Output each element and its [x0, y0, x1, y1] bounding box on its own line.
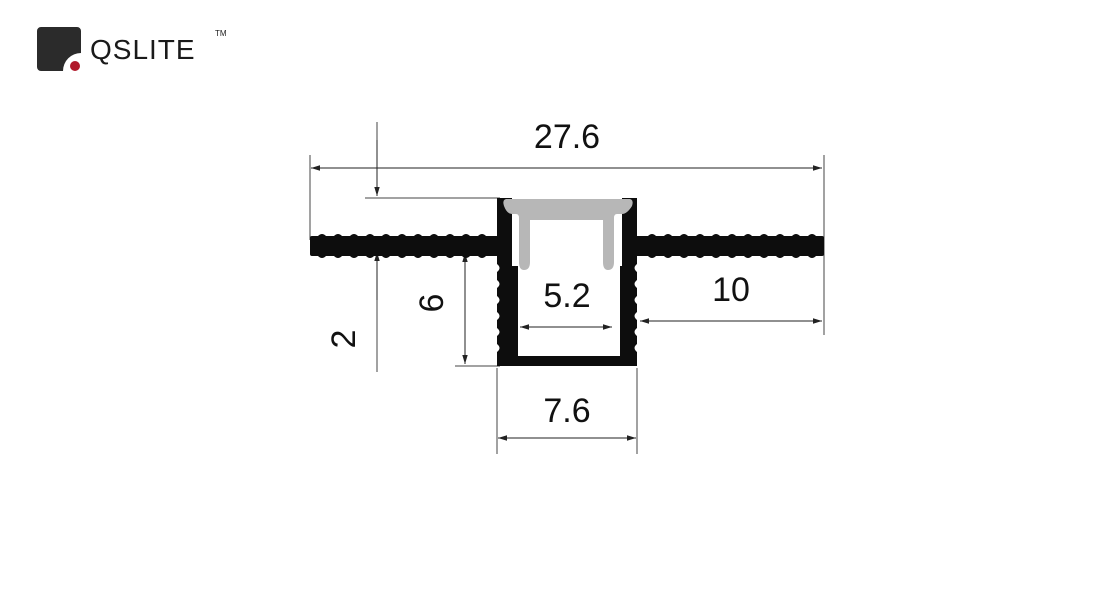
diffuser-cover [503, 199, 633, 270]
aluminium-profile [310, 198, 824, 366]
label-diffuser-width: 5.2 [543, 277, 590, 315]
brand-trademark: TM [215, 29, 227, 38]
label-flange-offset: 2 [325, 330, 363, 349]
brand-name: QSLITE [90, 34, 196, 65]
label-channel-outer-width: 7.6 [543, 392, 590, 430]
brand-mark-icon [37, 27, 81, 71]
label-flange-width: 10 [712, 271, 750, 309]
label-overall-width: 27.6 [534, 118, 600, 156]
label-channel-height: 6 [413, 294, 451, 313]
dimension-lines [311, 140, 822, 441]
brand-logo: QSLITE TM [37, 27, 237, 77]
